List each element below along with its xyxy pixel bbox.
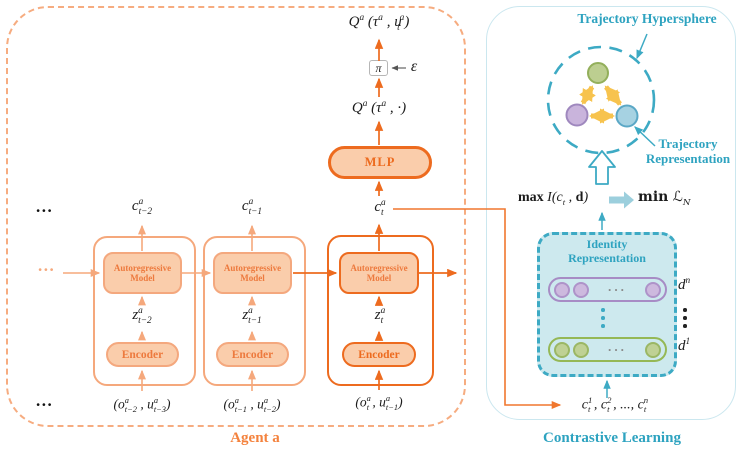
- input-label-t1: (oat−1 , uat−2): [223, 396, 281, 415]
- input-label-t: (oat , uat−1): [355, 394, 403, 413]
- ar-label-line2: Model: [366, 273, 392, 283]
- identity-capsule-dn: ···: [548, 277, 667, 302]
- c-list-label: c1t , c2t , ..., cnt: [581, 395, 649, 415]
- objective-min: min ℒN: [638, 189, 691, 208]
- capsule-ellipsis: ···: [607, 281, 627, 297]
- z-label-t2: zat−2: [132, 306, 152, 326]
- identity-title-line1: Identity: [586, 237, 628, 251]
- ar-label-line1: Autoregressive: [223, 262, 282, 273]
- timestep-block-t2: [93, 236, 196, 386]
- trajectory-representation-line1: Trajectory: [658, 136, 718, 151]
- c-label-t: cat: [374, 198, 386, 218]
- hypersphere-label: Trajectory Hypersphere: [577, 11, 717, 26]
- d-1-label: d1: [678, 337, 691, 354]
- objective-max: max I(ct , d): [518, 190, 589, 207]
- mlp-box: MLP: [328, 146, 432, 179]
- identity-title: Identity Representation: [542, 237, 672, 265]
- autoregressive-model-box-t2: Autoregressive Model: [103, 252, 182, 294]
- ellipsis-c-row: ...: [36, 197, 54, 216]
- ar-label-line1: Autoregressive: [113, 262, 172, 273]
- identity-title-line2: Representation: [568, 251, 646, 265]
- c-label-t2: cat−2: [131, 197, 153, 217]
- ellipsis-input-row: ...: [36, 391, 54, 410]
- identity-node: [645, 341, 661, 358]
- encoder-box-t: Encoder: [342, 342, 416, 367]
- d-n-label: dn: [678, 276, 691, 293]
- autoregressive-model-box-t1: Autoregressive Model: [213, 252, 292, 294]
- ar-label-line1: Autoregressive: [350, 262, 408, 273]
- identity-node: [554, 281, 570, 298]
- agent-label: Agent a: [230, 430, 280, 446]
- input-label-t2: (oat−2 , uat−3): [113, 396, 171, 415]
- ellipsis-ar-row: ...: [38, 256, 56, 275]
- vertical-dots-inner: [601, 308, 605, 328]
- q-top-label: Qa (τa , uta): [348, 13, 410, 33]
- timestep-block-t1: [203, 236, 306, 386]
- z-label-t: zat: [374, 306, 386, 326]
- contrastive-label: Contrastive Learning: [543, 430, 681, 446]
- ar-label-line2: Model: [130, 273, 155, 283]
- identity-node: [573, 341, 589, 358]
- autoregressive-model-box-t: Autoregressive Model: [339, 252, 419, 294]
- epsilon-label: ε: [410, 58, 418, 75]
- identity-node: [554, 341, 570, 358]
- capsule-ellipsis: ···: [607, 341, 627, 357]
- identity-capsule-d1: ···: [548, 337, 667, 362]
- pi-policy-box: π: [369, 60, 388, 76]
- encoder-box-t2: Encoder: [106, 342, 179, 367]
- trajectory-representation-line2: Representation: [645, 151, 731, 166]
- q-mid-label: Qa (τa , ·): [351, 99, 407, 116]
- encoder-box-t1: Encoder: [216, 342, 289, 367]
- identity-node: [645, 281, 661, 298]
- z-label-t1: zat−1: [242, 306, 262, 326]
- trajectory-representation-label: Trajectory Representation: [640, 136, 736, 166]
- vertical-dots-outer: [683, 308, 687, 328]
- identity-node: [573, 281, 589, 298]
- ar-label-line2: Model: [240, 273, 265, 283]
- c-label-t1: cat−1: [241, 197, 263, 217]
